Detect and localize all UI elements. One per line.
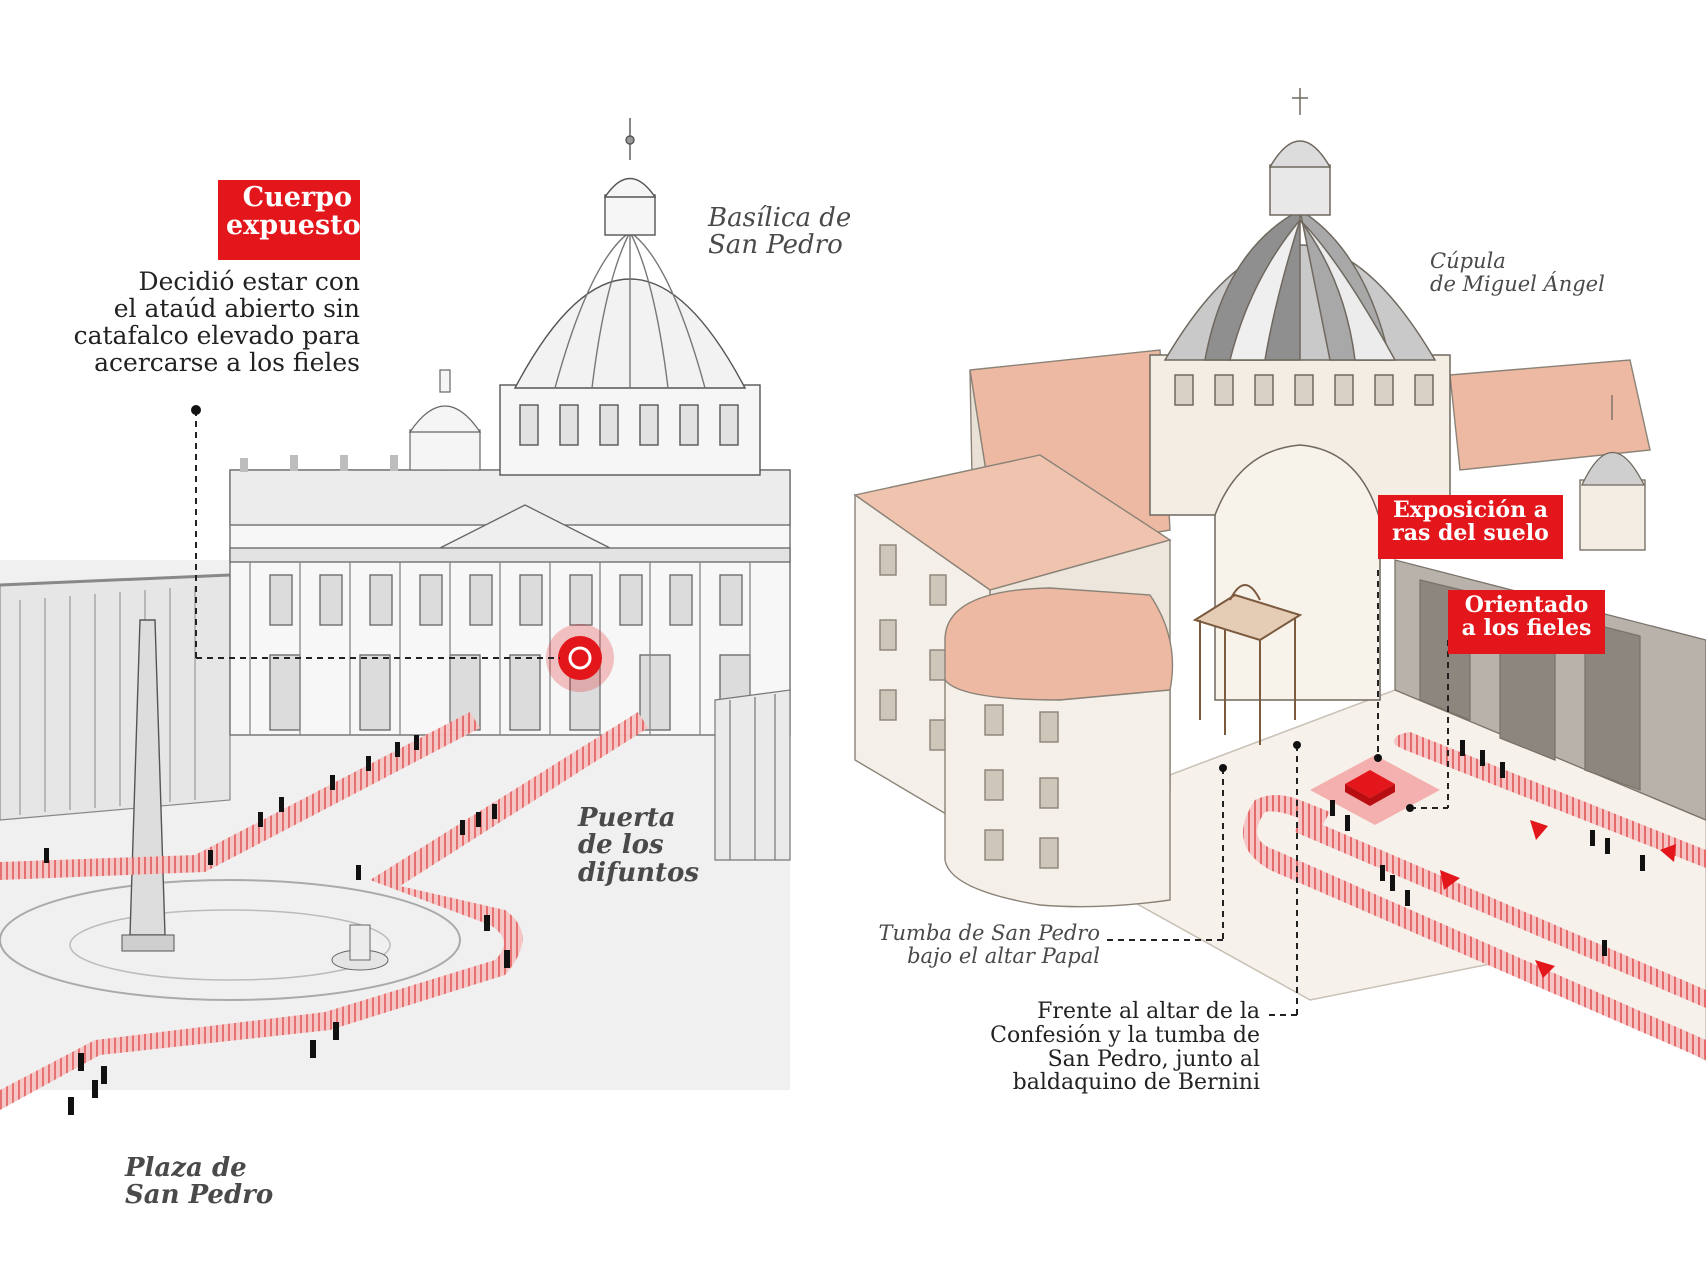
crowd-left [44, 735, 510, 1115]
tag-line-1: Cuerpo [242, 182, 352, 213]
side-dome [408, 369, 482, 471]
right-panel-cutaway [853, 88, 1706, 1061]
basilica-facade [229, 455, 791, 736]
south-apse [944, 587, 1174, 908]
basilica-label-line-1: Basílica de [708, 203, 852, 233]
door-label-line-3: difuntos [578, 857, 700, 888]
leader-lines-right [1105, 570, 1449, 1016]
oriented-tag-line-2: a los fieles [1461, 615, 1592, 642]
tomb-label-line-2: bajo el altar Papal [907, 944, 1100, 969]
orientado-tag: Orientado a los fieles [1448, 590, 1605, 654]
tag-line-2: expuesto [226, 210, 361, 242]
exposure-tag-line-2: ras del suelo [1392, 520, 1549, 547]
desc-line-2: el ataúd abierto sin [113, 294, 360, 323]
basilica-label-line-2: San Pedro [708, 230, 843, 261]
tomb-label-line-1: Tumba de San Pedro [878, 921, 1100, 945]
dome-label-line-1: Cúpula [1430, 249, 1506, 273]
plaza [0, 619, 461, 1001]
front-line-2: Confesión y la tumba de [990, 1022, 1260, 1048]
dome-label-line-2: de Miguel Ángel [1430, 272, 1605, 297]
door-label-line-2: de los [578, 830, 664, 861]
tomb-label: Tumba de San Pedro bajo el altar Papal [875, 921, 1100, 969]
route-arrows [1440, 820, 1676, 978]
leader-dot-left [191, 405, 201, 415]
door-label-line-1: Puerta [578, 803, 676, 833]
plaza-label-line-1: Plaza de [125, 1153, 247, 1183]
exposure-tag-line-1: Exposición a [1392, 497, 1549, 523]
pilgrim-route-left [0, 712, 648, 1110]
south-transept [1449, 359, 1651, 471]
cuerpo-expuesto-tag: Cuerpo expuesto [218, 180, 361, 260]
small-dome-right [1579, 395, 1646, 551]
altar-description: Frente al altar de la Confesión y la tum… [960, 1000, 1260, 1095]
plaza-label-line-2: San Pedro [125, 1180, 274, 1211]
bernini-baldacchino [1192, 584, 1303, 745]
front-line-3: San Pedro, junto al [1047, 1046, 1260, 1072]
front-line-4: baldaquino de Bernini [1012, 1070, 1260, 1096]
exposicion-tag: Exposición a ras del suelo [1378, 495, 1563, 559]
crowd-right [1330, 740, 1645, 956]
desc-line-4: acercarse a los fieles [94, 348, 360, 377]
dome-label: Cúpula de Miguel Ángel [1430, 249, 1605, 297]
basilica-label: Basílica de San Pedro [708, 203, 852, 261]
colonnade [0, 573, 231, 821]
desc-line-1: Decidió estar con [138, 267, 360, 296]
left-panel-sketch [0, 118, 791, 1115]
leader-dots-right [1219, 741, 1414, 812]
coffin-description: Decidió estar con el ataúd abierto sin c… [30, 268, 360, 376]
front-line-1: Frente al altar de la [1037, 999, 1260, 1024]
oriented-tag-line-1: Orientado [1464, 592, 1589, 618]
door-label: Puerta de los difuntos [578, 803, 700, 888]
main-dome [499, 118, 761, 476]
coffin-marker [546, 624, 614, 692]
right-colonnade [714, 689, 791, 861]
pilgrim-route-right [1243, 732, 1706, 1060]
desc-line-3: catafalco elevado para [73, 321, 360, 350]
plaza-label: Plaza de San Pedro [125, 1153, 274, 1211]
leader-line-left [195, 410, 560, 659]
